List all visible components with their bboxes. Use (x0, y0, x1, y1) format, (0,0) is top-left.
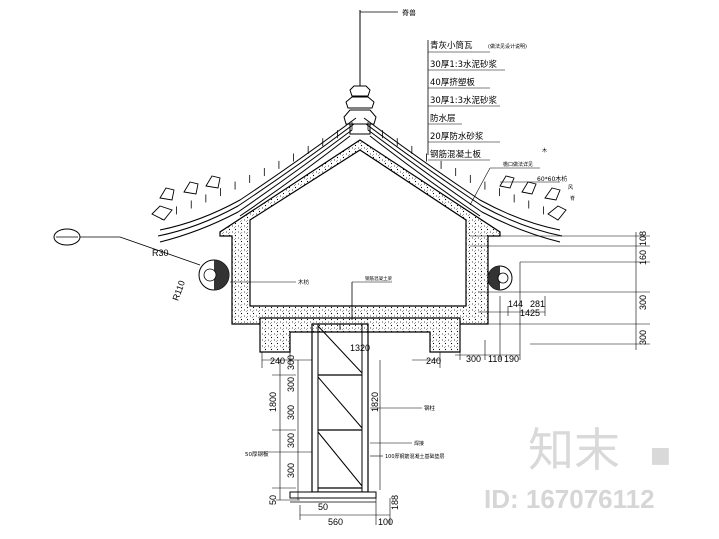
dim-300a: 300 (638, 295, 648, 310)
eave-ornament-right (499, 175, 567, 221)
ridge-ornament (343, 85, 377, 135)
label-beam-wood: 木枋 (298, 278, 310, 286)
dim-50a: 50 (268, 495, 278, 505)
dim-160: 160 (638, 250, 648, 265)
label-steel: 钢柱 (424, 404, 436, 412)
layer-labels: 青灰小筒瓦 (做法见设计说明) 30厚1:3水泥砂浆 40厚挤塑板 30厚1:3… (430, 40, 527, 160)
label-bottom-note: 100厚钢筋混凝土基础垫层 (385, 453, 445, 460)
eave-ornament-left (151, 175, 221, 221)
dim-1425: 1425 (520, 308, 540, 318)
dim-188: 188 (390, 495, 400, 510)
layer-5: 防水层 (430, 113, 456, 124)
dim-108: 108 (638, 231, 648, 246)
watermark-mark: ■ (650, 443, 671, 468)
eave-detail-left (198, 259, 230, 291)
dim-144: 144 (508, 299, 523, 309)
dim-240a: 240 (270, 356, 285, 366)
label-wood: 木 (542, 147, 547, 154)
dim-300v5: 300 (286, 463, 296, 478)
layer-2: 30厚1:3水泥砂浆 (430, 59, 497, 70)
label-ridge: 脊兽 (402, 8, 416, 17)
label-plate: 50厚钢板 (245, 450, 269, 458)
layer-1: 青灰小筒瓦 (430, 40, 473, 51)
label-weld: 焊接 (414, 440, 424, 447)
dim-lines-right (455, 232, 650, 360)
dim-1320: 1320 (350, 343, 370, 353)
label-r30: R30 (152, 248, 169, 258)
layer-3: 40厚挤塑板 (430, 77, 475, 88)
dim-1800: 1800 (268, 392, 278, 412)
label-r110: R110 (170, 279, 187, 302)
base-plate (289, 491, 377, 499)
dim-281: 281 (530, 299, 545, 309)
roof-left (157, 117, 357, 243)
dim-190: 190 (504, 354, 519, 364)
dim-lines-left (261, 352, 441, 525)
dim-300v1: 300 (286, 355, 296, 370)
dim-300c: 300 (466, 354, 481, 364)
layer-1-note: (做法见设计说明) (488, 43, 527, 50)
layer-7: 钢筋混凝土板 (430, 149, 482, 160)
eave-detail-right (487, 265, 513, 291)
label-side-1: 风 (568, 185, 573, 191)
label-side-2: 脊 (570, 195, 575, 202)
roof-right (363, 117, 563, 243)
dim-110: 110 (488, 354, 502, 364)
label-eave-note: 檐口做法详见 (503, 161, 533, 168)
inner-void (249, 149, 467, 307)
dim-300v2: 300 (286, 377, 296, 392)
beam (259, 317, 461, 353)
dim-100: 100 (378, 517, 393, 527)
layer-4: 30厚1:3水泥砂浆 (430, 95, 497, 106)
dim-50b: 50 (318, 502, 328, 512)
label-beam-note: 钢筋混凝土梁 (365, 275, 392, 282)
dim-560: 560 (328, 517, 343, 527)
dim-240b: 240 (426, 356, 441, 366)
dim-300v4: 300 (286, 433, 296, 448)
layer-6: 20厚防水砂浆 (430, 131, 484, 142)
dim-300v3: 300 (286, 405, 296, 420)
watermark-id: ID: 167076112 (484, 484, 655, 514)
label-wood-size: 60*60木枋 (537, 175, 567, 183)
watermark-brand: 知末 (528, 423, 620, 477)
dim-1820: 1820 (370, 392, 380, 412)
dim-300b: 300 (638, 330, 648, 345)
